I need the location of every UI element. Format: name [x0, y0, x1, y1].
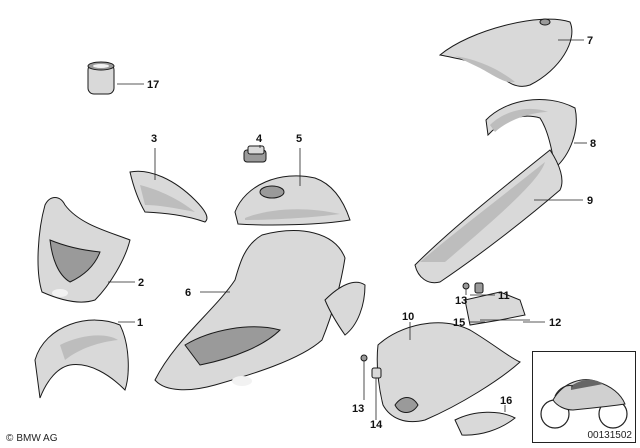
- callout-17: 17: [147, 79, 159, 91]
- part-5-tank-cover: [234, 175, 351, 226]
- callout-13-upper: 13: [455, 295, 467, 307]
- part-17-sleeve: [87, 61, 115, 95]
- part-10-belly-pan: [376, 322, 521, 423]
- leader-lines: [108, 39, 587, 420]
- part-8-tail-frame: [485, 98, 577, 169]
- callout-4: 4: [256, 133, 263, 145]
- callout-8: 8: [590, 138, 596, 150]
- callout-9: 9: [587, 195, 593, 207]
- callout-1: 1: [137, 317, 143, 329]
- brand-label: BMW AG: [16, 433, 58, 444]
- callout-2: 2: [138, 277, 144, 289]
- reference-number: 00131502: [586, 430, 633, 441]
- copyright-icon: ©: [6, 433, 14, 444]
- callout-labels: 1 2 3 4 5 6 7 8 9 10 11 12 13 14 15 16 1…: [137, 35, 596, 431]
- callout-7: 7: [587, 35, 593, 47]
- callout-5: 5: [296, 133, 302, 145]
- part-3-inner-panel: [129, 170, 208, 223]
- part-4-filler-cap: [243, 145, 267, 163]
- part-2-front-fairing: [37, 197, 131, 303]
- callout-10: 10: [402, 311, 414, 323]
- callout-15: 15: [453, 317, 465, 329]
- motorcycle-reference-thumbnail: 00131502: [532, 351, 636, 443]
- callout-11: 11: [498, 290, 510, 302]
- part-11-12-bracket: [464, 282, 530, 326]
- part-1-front-mudguard: [34, 319, 129, 399]
- copyright-notice: © BMW AG: [6, 433, 58, 444]
- part-6-side-fairing: [154, 230, 366, 391]
- part-9-side-panel: [414, 149, 563, 284]
- callout-16: 16: [500, 395, 512, 407]
- motorcycle-thumbnail-icon: [540, 379, 628, 429]
- part-7-seat-cowl: [438, 18, 573, 87]
- part-16-trim: [454, 411, 516, 436]
- callout-12: 12: [549, 317, 561, 329]
- callout-13-lower: 13: [352, 403, 364, 415]
- callout-14: 14: [370, 419, 383, 431]
- callout-6: 6: [185, 287, 191, 299]
- callout-3: 3: [151, 133, 157, 145]
